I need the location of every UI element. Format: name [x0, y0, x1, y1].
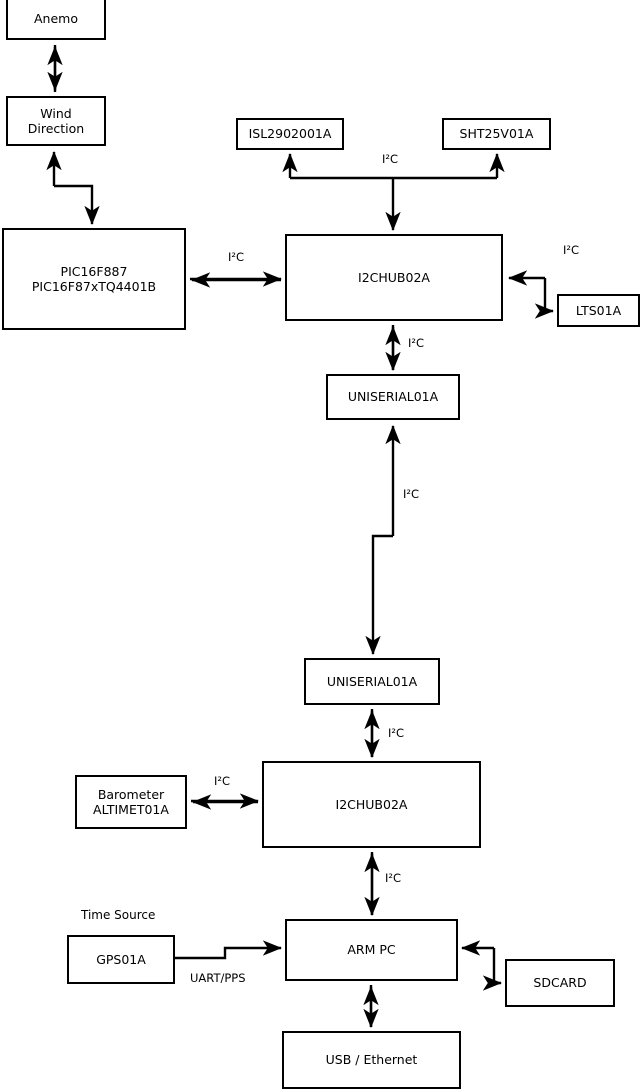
- node-sdcard[interactable]: SDCARD: [505, 959, 615, 1007]
- node-wind-direction[interactable]: Wind Direction: [6, 96, 106, 146]
- edge-label-i2c-uniserial-link: I²C: [403, 487, 420, 501]
- node-label: ARM PC: [347, 942, 396, 958]
- edge-label-i2c-hub-lts: I²C: [563, 243, 580, 257]
- node-gps01a[interactable]: GPS01A: [67, 935, 175, 984]
- wire-wind-to-pic: [54, 184, 100, 225]
- wire-gps-to-armpc: [175, 940, 282, 960]
- node-label: ISL2902001A: [248, 126, 332, 142]
- node-i2chub02a-top[interactable]: I2CHUB02A: [285, 234, 503, 321]
- node-label: SDCARD: [533, 975, 587, 991]
- node-label: I2CHUB02A: [335, 796, 408, 812]
- node-usb-ethernet[interactable]: USB / Ethernet: [282, 1031, 461, 1089]
- node-label: LTS01A: [575, 302, 622, 318]
- node-label: Barometer ALTIMET01A: [93, 786, 169, 817]
- node-label: GPS01A: [96, 951, 146, 967]
- edge-label-i2c-sensor-bus: I²C: [382, 152, 399, 166]
- node-label: UNISERIAL01A: [326, 673, 418, 689]
- node-label: I2CHUB02A: [358, 269, 430, 285]
- node-barometer-altimet01a[interactable]: Barometer ALTIMET01A: [75, 775, 187, 829]
- node-label: UNISERIAL01A: [347, 389, 439, 405]
- edge-label-i2c-hub-armpc: I²C: [385, 871, 402, 885]
- node-label: Wind Direction: [27, 105, 85, 136]
- node-pic-mcu[interactable]: PIC16F887 PIC16F87xTQ4401B: [2, 228, 186, 330]
- node-i2chub02a-bottom[interactable]: I2CHUB02A: [262, 761, 481, 848]
- edge-label-i2c-barometer-hub: I²C: [214, 774, 231, 788]
- edge-label-i2c-pic-hub: I²C: [228, 250, 245, 264]
- node-uniserial01a-top[interactable]: UNISERIAL01A: [326, 374, 460, 420]
- node-isl2902001a[interactable]: ISL2902001A: [236, 118, 344, 150]
- node-anemo[interactable]: Anemo: [6, 0, 106, 40]
- node-uniserial01a-bottom[interactable]: UNISERIAL01A: [304, 658, 440, 705]
- node-sht25v01a[interactable]: SHT25V01A: [442, 118, 551, 150]
- edge-label-i2c-hub-uniserial: I²C: [408, 336, 425, 350]
- wire-uniserial-link-down: [365, 534, 393, 655]
- wire-armpc-to-sdcard: [482, 948, 502, 991]
- wire-hub-to-lts: [534, 278, 554, 319]
- node-label: Anemo: [34, 11, 78, 27]
- node-label: SHT25V01A: [459, 126, 534, 142]
- node-label: USB / Ethernet: [325, 1052, 418, 1068]
- label-time-source: Time Source: [81, 908, 156, 922]
- node-arm-pc[interactable]: ARM PC: [285, 919, 458, 981]
- edge-label-uart-pps: UART/PPS: [190, 971, 246, 985]
- node-label: PIC16F887 PIC16F87xTQ4401B: [31, 263, 157, 294]
- edge-label-i2c-uniserial-hub: I²C: [388, 726, 405, 740]
- node-lts01a[interactable]: LTS01A: [557, 294, 640, 327]
